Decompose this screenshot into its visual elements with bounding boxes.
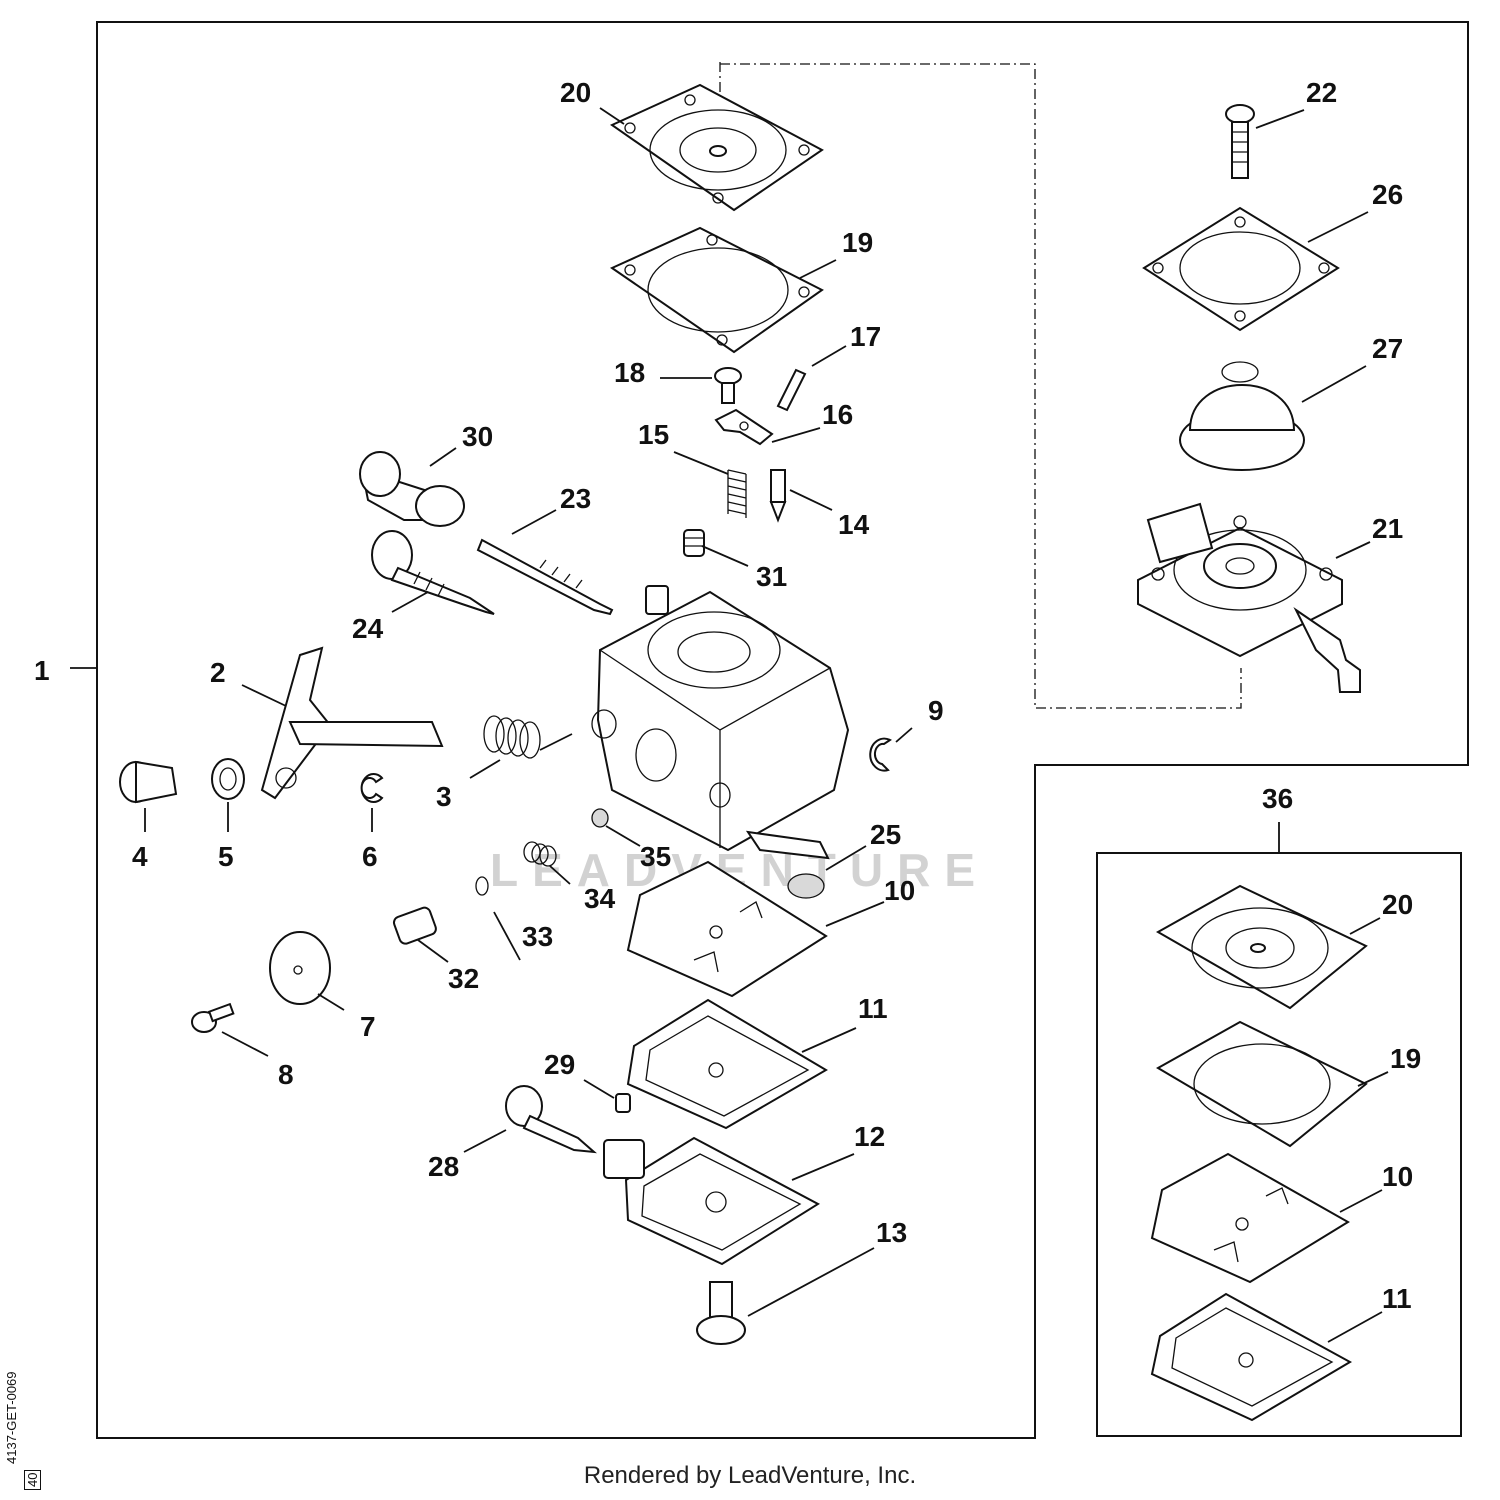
callout-19: 19 (842, 227, 873, 258)
part-28-fitting (505, 1085, 598, 1154)
part-11-gasket (626, 998, 828, 1130)
drawing-code: 4137-GET-0069 40 (4, 1371, 41, 1490)
rendered-by-footer: Rendered by LeadVenture, Inc. (583, 1462, 917, 1489)
part-35-strainer (591, 808, 609, 828)
part-22-screw (1225, 104, 1255, 179)
callout-15: 15 (638, 419, 669, 450)
leader-lines (70, 107, 1389, 1343)
part-33-o-ring (475, 876, 489, 896)
callout-20: 20 (560, 77, 591, 108)
kit-callout-11: 11 (1382, 1283, 1412, 1314)
part-26-gasket (1142, 206, 1340, 332)
callout-17: 17 (850, 321, 881, 352)
part-14-inlet-needle (769, 469, 787, 523)
callout-18: 18 (614, 357, 645, 388)
part-12-end-cover (603, 1136, 820, 1266)
part-16-lever (714, 408, 774, 446)
main-frame (96, 21, 1469, 1439)
part-25-strainer (787, 873, 825, 899)
part-5-washer (211, 758, 245, 800)
callout-30: 30 (462, 421, 493, 452)
callout-36: 36 (1262, 783, 1293, 814)
callout-22: 22 (1306, 77, 1337, 108)
callout-12: 12 (854, 1121, 885, 1152)
callout-16: 16 (822, 399, 853, 430)
part-13-screw (696, 1281, 746, 1345)
callout-11: 11 (858, 993, 888, 1024)
callout-26: 26 (1372, 179, 1403, 210)
part-34-spring (523, 841, 557, 867)
carburetor-body (591, 585, 850, 860)
part-30-shutter (359, 451, 465, 527)
callout-3: 3 (436, 781, 452, 812)
kit-callout-10: 10 (1382, 1161, 1413, 1192)
callout-28: 28 (428, 1151, 459, 1182)
callout-13: 13 (876, 1217, 907, 1248)
part-9-e-clip (869, 737, 892, 772)
part-6-e-clip (360, 773, 384, 803)
callout-33: 33 (522, 921, 553, 952)
part-32-plug (392, 906, 437, 945)
part-18-screw (714, 367, 742, 404)
part-29-sleeve (615, 1093, 631, 1113)
part-24-adjusting-screw (371, 530, 495, 615)
callout-29: 29 (544, 1049, 575, 1080)
part-3-torsion-spring (483, 715, 541, 759)
callout-5: 5 (218, 841, 234, 872)
part-2-throttle-shaft (260, 646, 444, 800)
callout-6: 6 (362, 841, 378, 872)
callout-2: 2 (210, 657, 226, 688)
part-7-disc (269, 931, 331, 1005)
callout-9: 9 (928, 695, 944, 726)
part-15-spring (727, 469, 747, 518)
part-31-plug (683, 529, 705, 557)
kit-part-10-diaphragm (1150, 1152, 1350, 1284)
callout-25: 25 (870, 819, 901, 850)
callout-10: 10 (884, 875, 915, 906)
part-20-diaphragm (609, 83, 824, 212)
part-19-gasket (609, 226, 824, 354)
callout-4: 4 (132, 841, 148, 872)
part-23-adjusting-screw (476, 538, 614, 616)
drawing-code-text: 4137-GET-0069 (4, 1371, 19, 1464)
kit-part-19-gasket (1155, 1020, 1368, 1148)
callout-14: 14 (838, 509, 870, 540)
part-17-pin (776, 368, 807, 412)
part-8-screw (191, 1002, 235, 1033)
callout-32: 32 (448, 963, 479, 994)
part-21-pump-cover (1137, 502, 1361, 693)
callout-21: 21 (1372, 513, 1403, 544)
callout-24: 24 (352, 613, 384, 644)
callout-27: 27 (1372, 333, 1403, 364)
callout-34: 34 (584, 883, 616, 914)
callout-8: 8 (278, 1059, 294, 1090)
callout-1: 1 (34, 655, 50, 686)
callout-31: 31 (756, 561, 787, 592)
part-10-diaphragm (626, 860, 828, 998)
kit-part-20-diaphragm (1155, 884, 1368, 1010)
kit-callout-19: 19 (1390, 1043, 1421, 1074)
callout-labels: 1 2 3 4 5 6 7 8 9 10 11 12 13 14 15 16 1… (34, 77, 1421, 1314)
part-27-primer-bulb (1179, 361, 1305, 471)
callout-35: 35 (640, 841, 671, 872)
callout-23: 23 (560, 483, 591, 514)
kit-part-11-gasket (1150, 1292, 1353, 1422)
callout-7: 7 (360, 1011, 376, 1042)
kit-callout-20: 20 (1382, 889, 1413, 920)
part-4-bushing (119, 760, 178, 804)
